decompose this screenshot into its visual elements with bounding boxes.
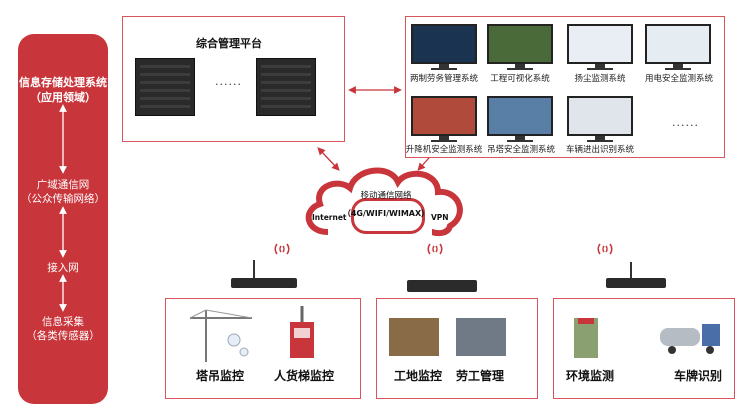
router-left (231, 260, 297, 288)
router-center (407, 280, 477, 292)
layer-storage-title: 信息存储处理系统 (19, 76, 107, 89)
platform-title: 综合管理平台 (196, 37, 262, 50)
systems-more-dots: ...... (672, 116, 699, 129)
label-tower-crane: 塔吊监控 (196, 369, 245, 383)
cloud-inner-pill (351, 198, 425, 234)
label-site-monitor: 工地监控 (394, 369, 443, 383)
label-power-system: 用电安全监测系统 (644, 74, 713, 84)
wifi-signal-icon (596, 240, 614, 262)
label-hoist: 人货梯监控 (274, 369, 335, 383)
label-labor-system: 两制劳务管理系统 (409, 74, 478, 84)
router-right (606, 262, 666, 288)
layer-wan-subtitle: （公众传输网络） (21, 193, 105, 205)
hoist-elevator-icon (290, 306, 314, 358)
layer-storage-subtitle: （应用领域） (30, 91, 96, 104)
wifi-signal-icon (426, 240, 444, 262)
label-elevator-system: 升降机安全监测系统 (405, 145, 483, 155)
arrow-platform-cloud (317, 147, 340, 171)
group-crane-box (165, 298, 361, 399)
server-rack-right (256, 58, 316, 116)
tower-crane-icon (189, 309, 253, 362)
label-visual-system: 工程可视化系统 (490, 74, 550, 84)
layer-collect-title: 信息采集 (42, 316, 84, 328)
vpn-label: VPN (431, 213, 449, 222)
platform-dots: ······ (215, 78, 242, 91)
env-display-icon (578, 318, 594, 324)
label-labor-mgmt: 劳工管理 (456, 369, 505, 383)
label-env-monitor: 环境监测 (566, 369, 615, 383)
site-camera-image (389, 318, 439, 356)
layer-collect-subtitle: （各类传感器） (26, 330, 100, 342)
network-subtitle: （4G/WIFI/WIMAX） (342, 209, 430, 218)
label-dust-system: 扬尘监测系统 (574, 74, 626, 84)
wifi-signal-icon (273, 240, 291, 262)
network-title: 移动通信网络 (360, 191, 412, 201)
layer-access: 接入网 (47, 262, 79, 274)
label-crane-system: 吊塔安全监测系统 (486, 145, 555, 155)
layer-wan-title: 广域通信网 (36, 179, 90, 191)
label-plate-recognition: 车牌识别 (674, 369, 723, 383)
label-vehicle-system: 车辆进出识别系统 (565, 145, 634, 155)
labor-gate-image (456, 318, 506, 356)
internet-label: Internet (312, 213, 347, 222)
mixer-truck-icon (660, 324, 720, 354)
server-rack-left (135, 58, 195, 116)
env-station-image (574, 318, 598, 358)
